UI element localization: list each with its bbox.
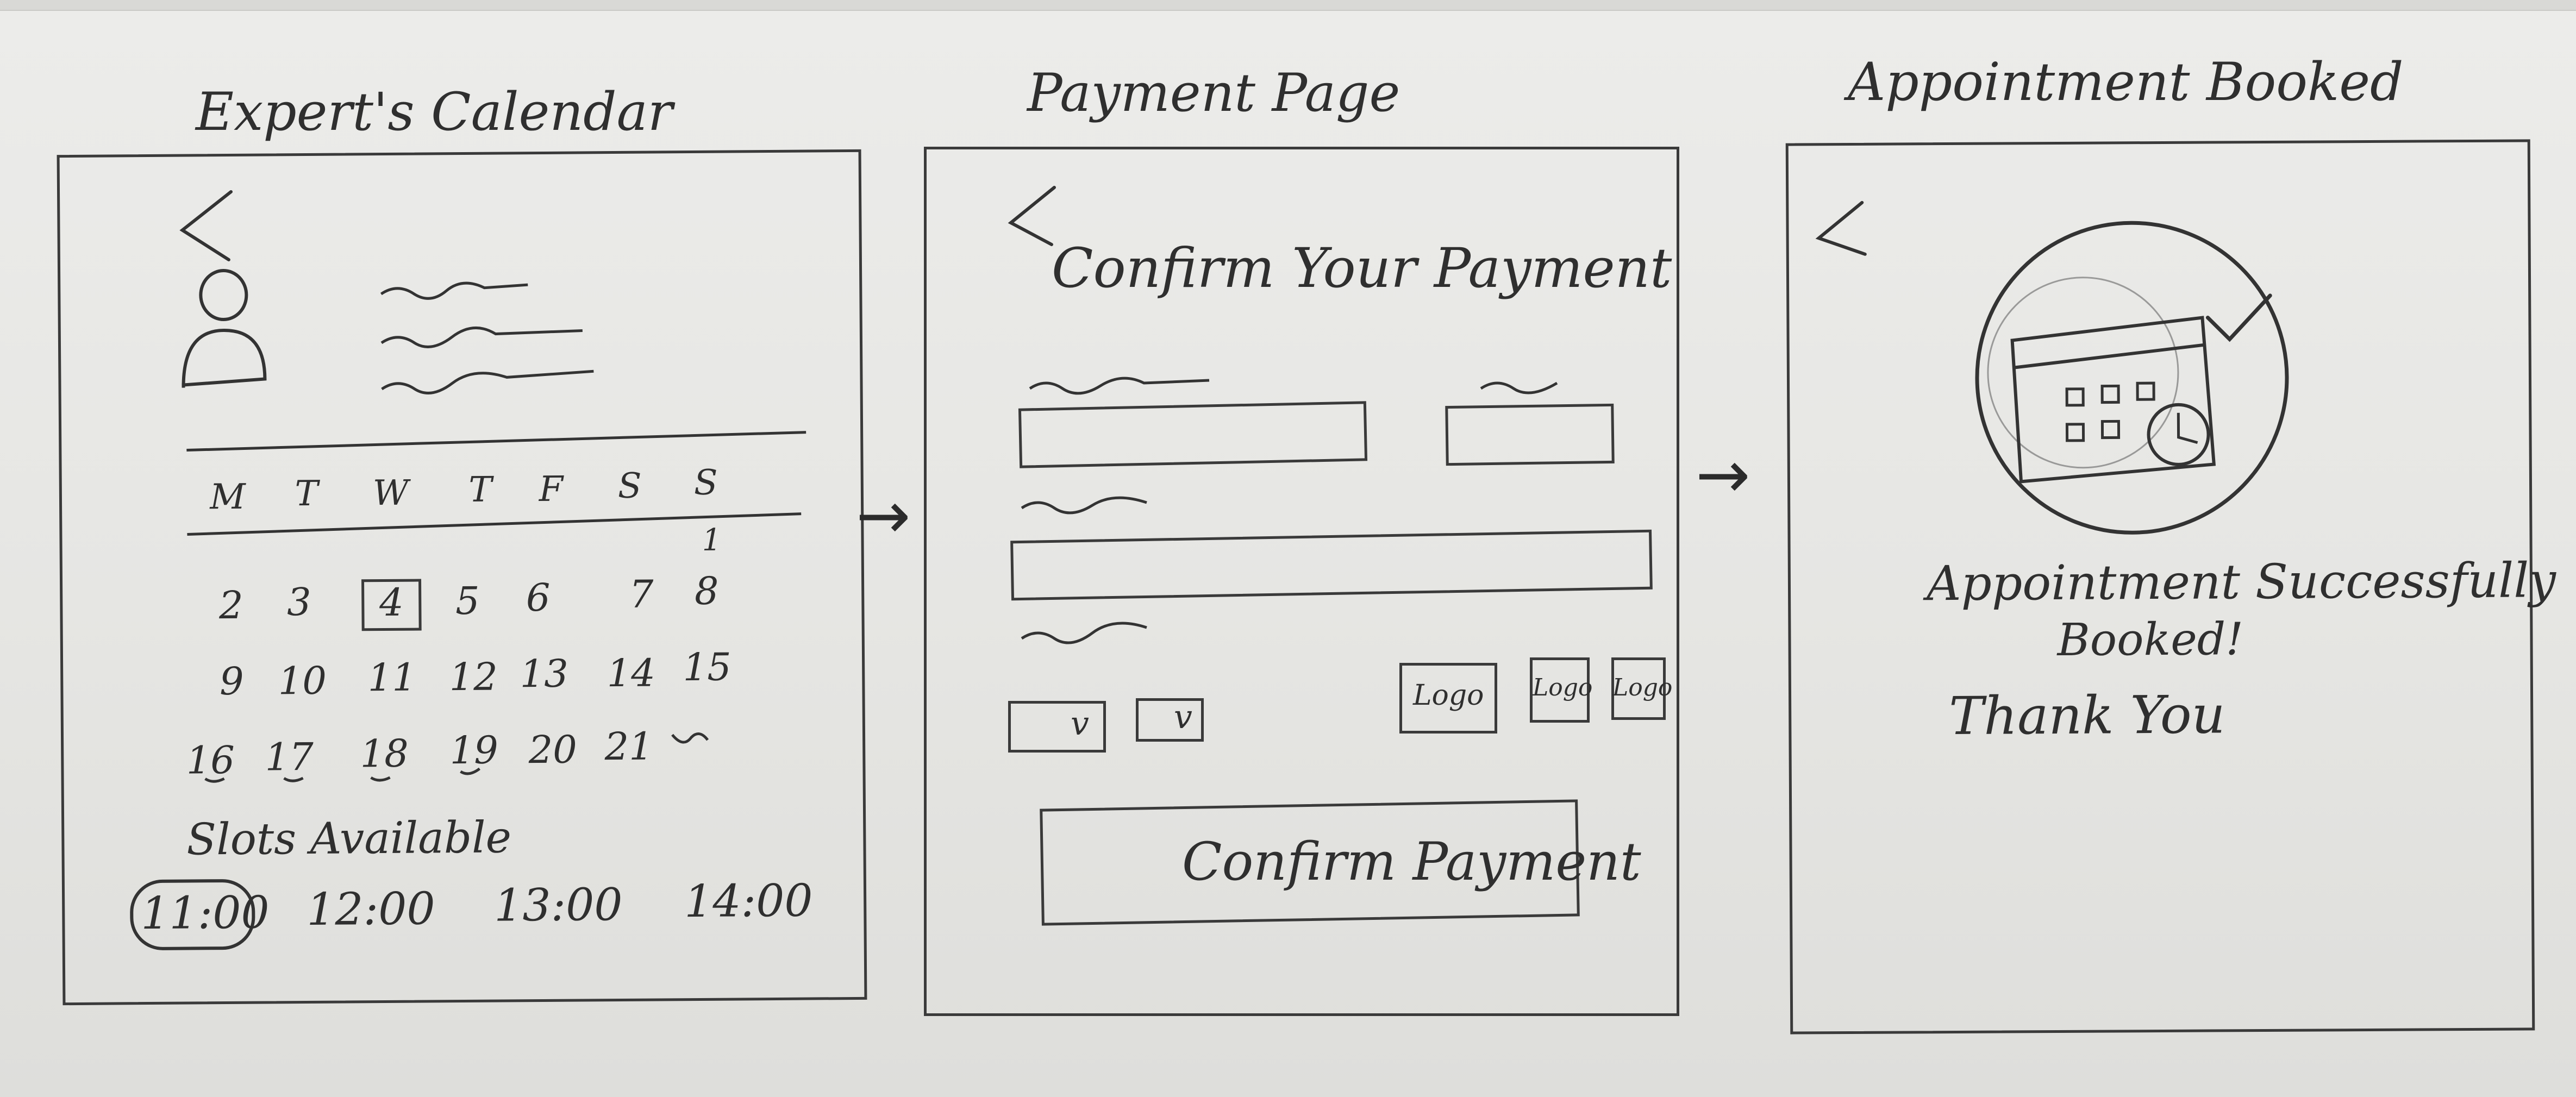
- calendar-day[interactable]: 3: [286, 579, 311, 625]
- chevron-down-icon: v: [1071, 705, 1089, 743]
- payment-screen: Confirm Your Payment v v Logo Logo Logo …: [924, 147, 1679, 1016]
- payment-screen-title: Payment Page: [1027, 62, 1400, 123]
- slots-available-label: Slots Available: [186, 812, 512, 865]
- thank-you-text: Thank You: [1948, 684, 2225, 747]
- weekday-label: T: [295, 473, 318, 515]
- booking-success-illustration: [1975, 221, 2289, 535]
- arrow-right-icon: →: [856, 478, 911, 554]
- payment-logo-label: Logo: [1533, 674, 1593, 701]
- weekday-label: S: [617, 466, 642, 506]
- paper-edge: [0, 0, 2576, 11]
- calendar-day[interactable]: 2: [218, 582, 243, 628]
- calendar-day[interactable]: 12: [449, 654, 498, 700]
- success-message-line2: Booked!: [2057, 613, 2244, 666]
- payment-logo[interactable]: [1530, 657, 1590, 723]
- field-label-squiggle: [1021, 622, 1147, 644]
- weekday-header-lines: [186, 431, 806, 536]
- weekday-label: F: [539, 469, 564, 510]
- time-slot[interactable]: 14:00: [684, 875, 813, 928]
- calendar-day[interactable]: 8: [694, 568, 719, 614]
- time-slot-selected[interactable]: 11:00: [140, 887, 270, 940]
- cvv-field[interactable]: [1445, 403, 1615, 466]
- expert-info-placeholder: [380, 281, 594, 394]
- back-arrow-icon[interactable]: [1813, 197, 1873, 268]
- payment-logo-label: Logo: [1612, 674, 1673, 701]
- arrow-right-icon: →: [1696, 437, 1750, 513]
- avatar-icon: [182, 269, 267, 388]
- booked-screen-title: Appointment Booked: [1848, 52, 2404, 112]
- payment-logo[interactable]: [1399, 663, 1497, 734]
- back-arrow-icon[interactable]: [177, 186, 242, 268]
- field-label-squiggle: [1021, 496, 1147, 515]
- day-tick-marks: [204, 732, 709, 783]
- expiry-month-dropdown[interactable]: [1008, 701, 1106, 753]
- time-slot[interactable]: 13:00: [493, 879, 623, 932]
- calendar-day[interactable]: 10: [278, 658, 327, 704]
- booked-screen: Appointment Successfully Booked! Thank Y…: [1785, 139, 2556, 1035]
- weekday-label: S: [693, 462, 718, 504]
- calendar-day[interactable]: 13: [520, 651, 569, 697]
- calendar-day[interactable]: 6: [526, 575, 551, 620]
- calendar-day[interactable]: 11: [367, 655, 417, 700]
- flow-arrow-to-booked: →: [1696, 443, 1750, 508]
- flow-arrow-to-payment: →: [856, 484, 911, 549]
- payment-heading: Confirm Your Payment: [1052, 236, 1672, 300]
- calendar-day[interactable]: 9: [219, 659, 244, 704]
- cardholder-name-field[interactable]: [1010, 529, 1653, 601]
- back-arrow-icon[interactable]: [1005, 182, 1065, 253]
- calendar-screen: M T W T F S S 1 2 3 4 5 6 7 8 9 10 11 12…: [57, 149, 867, 1006]
- chevron-down-icon: v: [1174, 698, 1192, 736]
- expiry-year-dropdown[interactable]: [1136, 698, 1204, 742]
- calendar-day[interactable]: 7: [629, 572, 654, 617]
- calendar-day[interactable]: 15: [683, 644, 731, 690]
- payment-logo-label: Logo: [1413, 679, 1484, 712]
- calendar-day-selected[interactable]: 4: [379, 580, 404, 625]
- calendar-day[interactable]: 5: [455, 578, 480, 624]
- check-icon: [2205, 293, 2272, 342]
- calendar-screen-title: Expert's Calendar: [196, 82, 673, 142]
- field-label-squiggle: [1029, 377, 1558, 395]
- payment-logo[interactable]: [1611, 657, 1666, 720]
- success-message: Appointment Successfully: [1926, 552, 2556, 612]
- weekday-label: T: [468, 469, 492, 510]
- calendar-icon: [2010, 316, 2216, 484]
- weekday-label: M: [209, 477, 246, 518]
- time-slot[interactable]: 12:00: [306, 883, 435, 936]
- weekday-label: W: [372, 473, 409, 514]
- calendar-day[interactable]: 1: [702, 522, 722, 558]
- card-number-field[interactable]: [1018, 401, 1368, 468]
- calendar-day[interactable]: 14: [607, 650, 656, 696]
- confirm-payment-label: Confirm Payment: [1182, 831, 1641, 892]
